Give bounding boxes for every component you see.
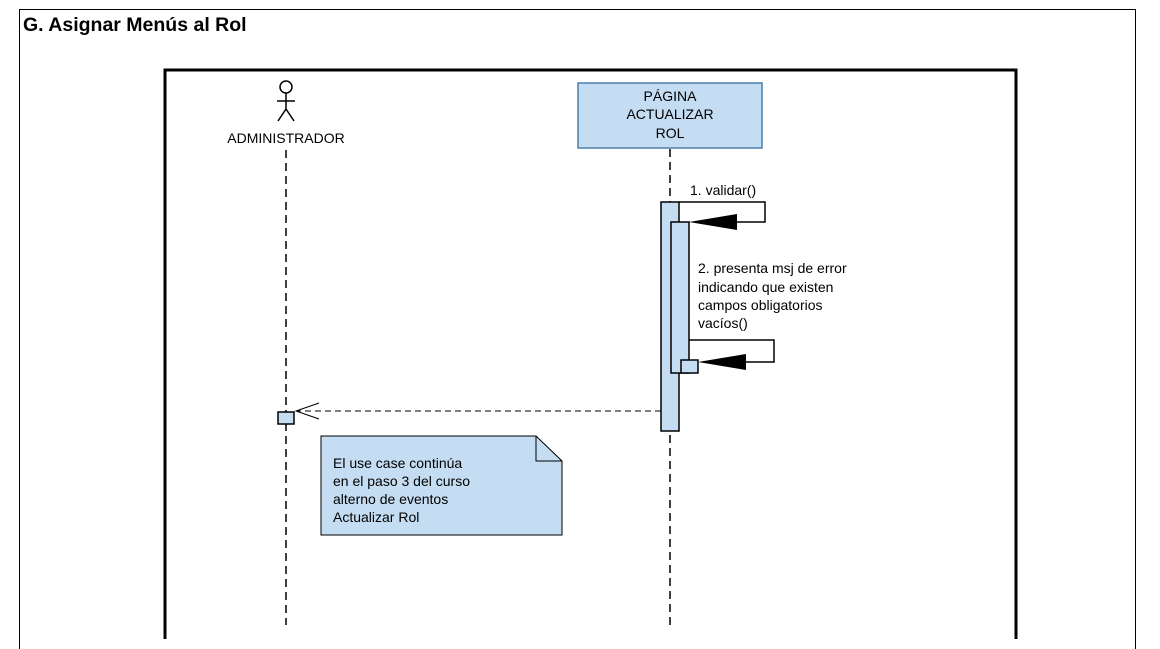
message-2-arrowhead	[698, 354, 746, 370]
activation-bar-nested	[670, 221, 690, 374]
message-2-label-1: 2. presenta msj de error	[698, 260, 847, 276]
message-1-label: 1. validar()	[690, 182, 756, 198]
note-box	[320, 435, 563, 536]
note-line-2: en el paso 3 del curso	[333, 473, 470, 489]
message-2-label-3: campos obligatorios	[698, 297, 823, 313]
note-line-4: Actualizar Rol	[333, 509, 419, 525]
page-lifeline-box	[577, 82, 763, 149]
activation-bar-small	[680, 359, 699, 374]
return-message-arrowhead	[294, 402, 320, 420]
page-border	[19, 9, 1136, 649]
message-2-label-2: indicando que existen	[698, 279, 833, 295]
diagram-frame	[163, 68, 1018, 639]
note-line-1: El use case continúa	[333, 455, 462, 471]
actor-icon	[277, 80, 295, 122]
message-1-arrowhead	[689, 214, 737, 230]
message-2-label-4: vacíos()	[698, 315, 748, 331]
actor-label: ADMINISTRADOR	[227, 130, 344, 146]
page-title: G. Asignar Menús al Rol	[23, 14, 247, 36]
page-lifeline-label-2: ACTUALIZAR	[626, 106, 713, 122]
message-2-arrow	[689, 339, 775, 363]
note-fold	[535, 436, 562, 462]
message-1-arrow	[679, 201, 766, 223]
actor-activation-bar	[277, 411, 295, 425]
page-lifeline-label-3: ROL	[656, 125, 685, 141]
page-lifeline-label-1: PÁGINA	[644, 88, 698, 104]
note-line-3: alterno de eventos	[333, 491, 448, 507]
